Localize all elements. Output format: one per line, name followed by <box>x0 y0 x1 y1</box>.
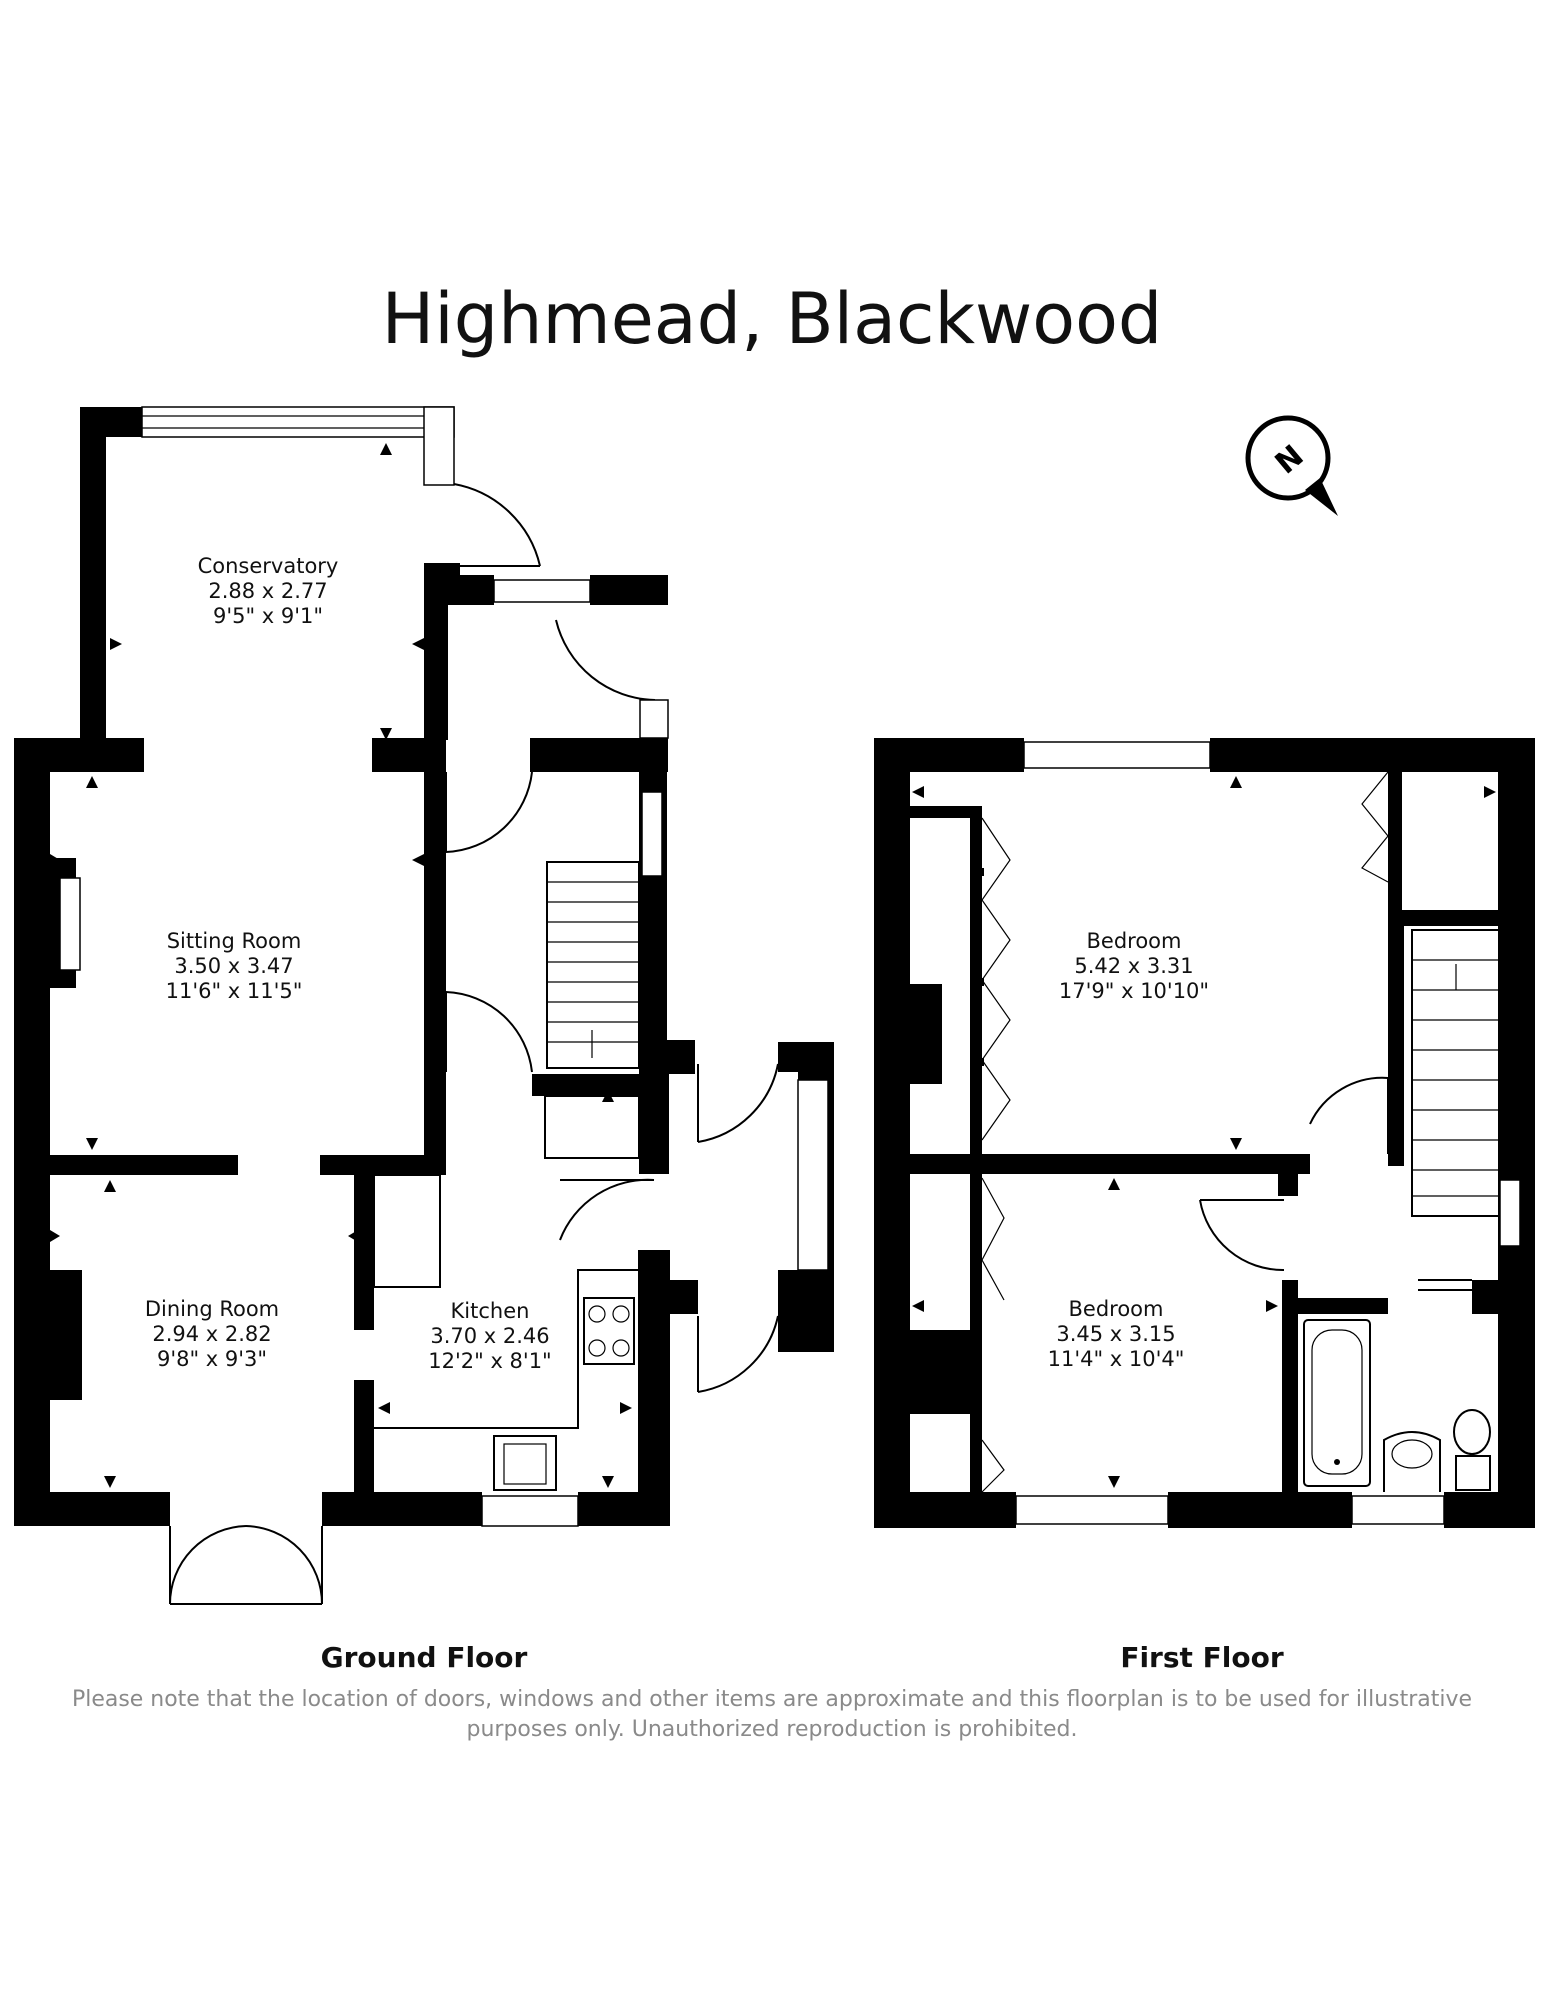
page-title: Highmead, Blackwood <box>382 278 1163 360</box>
room-name: Kitchen <box>451 1299 530 1323</box>
room-imperial: 12'2" x 8'1" <box>428 1349 551 1373</box>
room-metric: 3.70 x 2.46 <box>430 1324 549 1348</box>
room-name: Sitting Room <box>167 929 302 953</box>
ground-floor-plan <box>14 406 834 1605</box>
ground-floor-label: Ground Floor <box>321 1641 528 1674</box>
room-label-conservatory: Conservatory 2.88 x 2.77 9'5" x 9'1" <box>198 554 339 628</box>
room-label-kitchen: Kitchen 3.70 x 2.46 12'2" x 8'1" <box>428 1299 551 1373</box>
room-name: Bedroom <box>1087 929 1182 953</box>
room-imperial: 9'8" x 9'3" <box>157 1347 267 1371</box>
first-floor-label: First Floor <box>1120 1641 1284 1674</box>
room-metric: 2.88 x 2.77 <box>208 579 327 603</box>
room-metric: 2.94 x 2.82 <box>152 1322 271 1346</box>
room-imperial: 9'5" x 9'1" <box>213 604 323 628</box>
room-imperial: 17'9" x 10'10" <box>1059 979 1209 1003</box>
room-metric: 3.45 x 3.15 <box>1056 1322 1175 1346</box>
room-name: Bedroom <box>1069 1297 1164 1321</box>
room-imperial: 11'6" x 11'5" <box>166 979 303 1003</box>
room-metric: 3.50 x 3.47 <box>174 954 293 978</box>
room-label-sitting-room: Sitting Room 3.50 x 3.47 11'6" x 11'5" <box>166 929 303 1003</box>
room-imperial: 11'4" x 10'4" <box>1048 1347 1185 1371</box>
room-metric: 5.42 x 3.31 <box>1074 954 1193 978</box>
disclaimer-line-2: purposes only. Unauthorized reproduction… <box>467 1717 1078 1742</box>
room-name: Conservatory <box>198 554 339 578</box>
room-name: Dining Room <box>145 1297 279 1321</box>
room-label-bedroom-1: Bedroom 5.42 x 3.31 17'9" x 10'10" <box>1059 929 1209 1003</box>
room-label-bedroom-2: Bedroom 3.45 x 3.15 11'4" x 10'4" <box>1048 1297 1185 1371</box>
north-compass-icon: N <box>1245 415 1338 516</box>
room-label-dining-room: Dining Room 2.94 x 2.82 9'8" x 9'3" <box>145 1297 279 1371</box>
first-floor-plan <box>874 738 1535 1528</box>
disclaimer-line-1: Please note that the location of doors, … <box>72 1687 1472 1712</box>
compass-label: N <box>1269 438 1311 481</box>
